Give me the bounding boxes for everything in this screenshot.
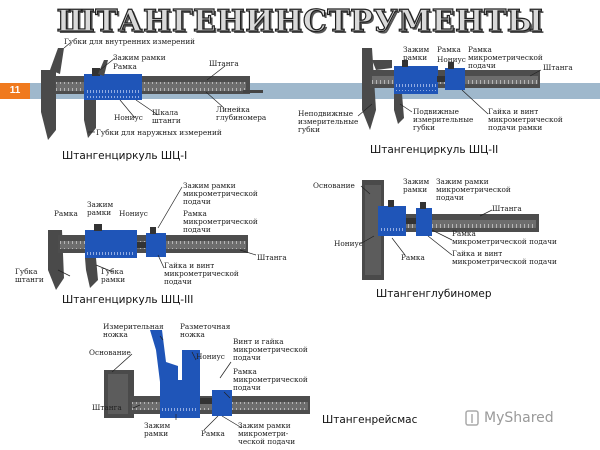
depth-label-nut-screw: Гайка и винт микрометрической подачи <box>452 249 557 266</box>
shc2-label-movable-jaws: Подвижные измерительные губки <box>413 107 474 132</box>
shc1-label-scale: Шкала штанги <box>152 108 181 125</box>
depth-caption: Штангенглубиномер <box>376 288 492 300</box>
caliper-shc1-drawing <box>41 42 263 140</box>
caliper-shc3-drawing <box>48 186 257 290</box>
shc3-label-lock-micro: Зажим рамки микрометрической подачи <box>183 181 258 206</box>
depth-gauge-drawing <box>359 180 539 280</box>
shc2-label-vernier: Нониус <box>437 55 466 64</box>
shc1-label-bar: Штанга <box>209 59 239 68</box>
height-label-micro-frame: Рамка микрометрической подачи <box>233 367 308 392</box>
watermark-logo-icon <box>465 410 479 426</box>
height-label-lock-micro: Зажим рамки микрометри- ческой подачи <box>238 421 296 446</box>
height-label-screw-nut: Винт и гайка микрометрической подачи <box>233 337 308 362</box>
shc3-label-vernier: Нониус <box>119 209 148 218</box>
height-label-base: Основание <box>89 348 131 357</box>
depth-label-frame: Рамка <box>401 253 425 262</box>
height-label-vernier: Нониус <box>196 352 225 361</box>
shc3-caption: Штангенциркуль ШЦ-III <box>62 294 194 306</box>
height-label-meas-leg: Измерительная ножка <box>103 322 164 339</box>
shc3-label-bar-jaw: Губка штанги <box>15 267 44 284</box>
shc2-label-bar: Штанга <box>543 63 573 72</box>
caliper-shc2-drawing <box>357 48 542 130</box>
shc2-label-frame: Рамка <box>437 45 461 54</box>
shc3-label-frame-jaw: Губка рамки <box>101 267 126 284</box>
shc1-label-inner-jaws: Губки для внутренних измерений <box>64 37 196 46</box>
height-caption: Штангенрейсмас <box>322 414 418 426</box>
depth-label-bar: Штанга <box>492 204 522 213</box>
depth-label-vernier: Нониус <box>334 239 363 248</box>
watermark-text: MyShared <box>484 410 554 426</box>
shc2-caption: Штангенциркуль ШЦ-II <box>370 144 499 156</box>
shc3-label-bar: Штанга <box>257 253 287 262</box>
shc3-label-nut-screw: Гайка и винт микрометрической подачи <box>164 261 239 286</box>
height-gauge-drawing <box>104 330 310 431</box>
shc1-caption: Штангенциркуль ШЦ-I <box>62 150 188 162</box>
shc2-label-lock: Зажим рамки <box>403 45 430 62</box>
shc1-label-lock: Зажим рамки <box>113 53 166 62</box>
height-label-bar: Штанга <box>92 403 122 412</box>
slide-title: ШТАНГЕНИНСТРУМЕНТЫ <box>56 3 544 39</box>
shc1-label-depth-rule: Линейка глубиномера <box>216 105 267 122</box>
shc3-label-micro-frame: Рамка микрометрической подачи <box>183 209 258 234</box>
page-number-badge: 11 <box>0 83 30 99</box>
shc2-label-fixed-jaws: Неподвижные измерительные губки <box>298 109 359 134</box>
depth-label-base: Основание <box>313 181 355 190</box>
shc3-label-lock: Зажим рамки <box>87 200 114 217</box>
depth-label-lock-micro: Зажим рамки микрометрической подачи <box>436 177 511 202</box>
depth-label-micro-frame: Рамка микрометрической подачи <box>452 229 557 246</box>
shc2-label-nut-screw: Гайка и винт микрометрической подачи рам… <box>488 107 563 132</box>
height-label-lock: Зажим рамки <box>144 421 171 438</box>
shc1-label-vernier: Нониус <box>114 113 143 122</box>
depth-label-lock: Зажим рамки <box>403 177 430 194</box>
height-label-frame: Рамка <box>201 429 225 438</box>
shc1-label-frame: Рамка <box>113 62 137 71</box>
shc3-label-frame: Рамка <box>54 209 78 218</box>
height-label-mark-leg: Разметочная ножка <box>180 322 231 339</box>
shc2-label-micro-frame: Рамка микрометрической подачи <box>468 45 543 70</box>
shc1-label-outer-jaws: Губки для наружных измерений <box>96 128 222 137</box>
